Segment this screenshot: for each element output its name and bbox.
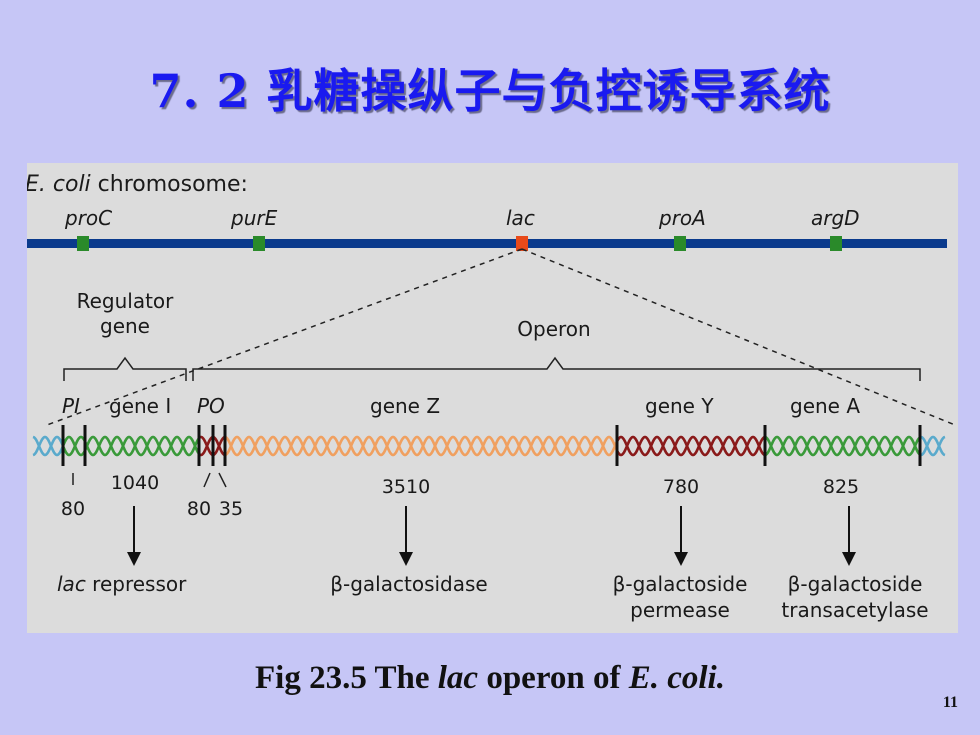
dna-helix (32, 435, 946, 457)
helix-gene-Y-strand-2 (615, 435, 766, 457)
length-P: 80 (187, 498, 211, 520)
regulator-label-line1: Regulator (77, 289, 175, 313)
length-O: 35 (219, 498, 243, 520)
product-permease-line1: β-galactoside (613, 572, 748, 596)
gene-marker-purE (253, 236, 265, 251)
segment-label-PI: PI (62, 394, 80, 418)
helix-O-strand-2 (212, 435, 226, 457)
product-permease-line2: permease (630, 598, 730, 622)
helix-left-flank-strand-2 (32, 435, 65, 457)
length-gene-I: 1040 (111, 472, 159, 494)
zoom-line-left (46, 248, 523, 426)
zoom-line-right (521, 248, 956, 426)
segment-label-PO: PO (197, 394, 225, 418)
tick-O (218, 472, 227, 488)
gene-marker-argD (830, 236, 842, 251)
slide-title: 7. 2 乳糖操纵子与负控诱导系统 (149, 64, 831, 118)
helix-gene-Z-strand-2 (224, 435, 619, 457)
helix-P-strand-2 (198, 435, 214, 457)
length-gene-A: 825 (823, 476, 859, 498)
chromosome-label: E. coli chromosome: (27, 172, 248, 197)
product-transacetylase-line1: β-galactoside (788, 572, 923, 596)
helix-PI-strand-2 (61, 435, 87, 457)
helix-PI-strand-1 (61, 435, 87, 457)
length-gene-Y: 780 (663, 476, 699, 498)
helix-gene-Y-strand-1 (615, 435, 766, 457)
helix-P-strand-1 (198, 435, 214, 457)
length-PI: 80 (61, 498, 85, 520)
helix-right-flank-strand-1 (919, 435, 946, 457)
product-transacetylase-line2: transacetylase (781, 598, 928, 622)
tick-P (203, 472, 211, 488)
segment-label-gene-I: gene I (109, 394, 171, 418)
segment-boundaries (61, 425, 922, 466)
gene-label-proC: proC (64, 206, 112, 230)
helix-left-flank-strand-1 (32, 435, 65, 457)
product-repressor: lac repressor (57, 572, 187, 596)
helix-right-flank-strand-2 (919, 435, 946, 457)
operon-bracket (192, 356, 921, 381)
operon-label: Operon (517, 317, 590, 341)
lac-operon-diagram: E. coli chromosome: proC purE lac proA a… (27, 163, 958, 633)
helix-gene-I-strand-1 (83, 435, 201, 457)
product-galactosidase: β-galactosidase (330, 572, 487, 596)
gene-label-lac: lac (506, 206, 535, 230)
gene-marker-proA (674, 236, 686, 251)
gene-label-purE: purE (230, 206, 278, 230)
segment-label-gene-Y: gene Y (645, 394, 714, 418)
gene-marker-proC (77, 236, 89, 251)
chromosome-bar (27, 239, 947, 248)
regulator-bracket (63, 356, 187, 381)
length-gene-Z: 3510 (382, 476, 430, 498)
figure-caption: Fig 23.5 The lac operon of E. coli. (255, 660, 725, 696)
diagram-svg: E. coli chromosome: proC purE lac proA a… (27, 172, 956, 622)
gene-label-proA: proA (658, 206, 706, 230)
helix-gene-A-strand-2 (764, 435, 921, 457)
gene-marker-lac (516, 236, 528, 251)
segment-label-gene-A: gene A (790, 394, 860, 418)
regulator-label-line2: gene (100, 314, 150, 338)
segment-label-gene-Z: gene Z (370, 394, 440, 418)
page-number: 11 (942, 694, 958, 711)
gene-label-argD: argD (811, 206, 860, 230)
helix-gene-I-strand-2 (83, 435, 201, 457)
